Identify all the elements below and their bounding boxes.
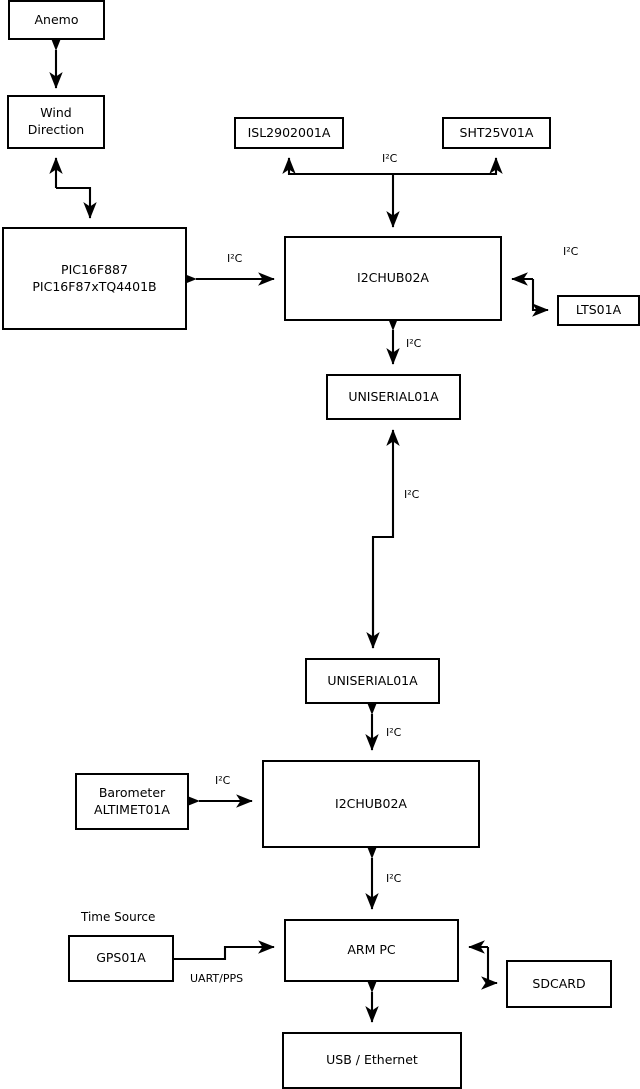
edge-label-uart-pps: UART/PPS — [190, 972, 244, 985]
node-arm-pc[interactable]: ARM PC — [284, 919, 459, 982]
edge-label-i2c-lts: I²C — [563, 245, 579, 258]
node-anemo[interactable]: Anemo — [8, 0, 105, 40]
node-i2chub02a-top[interactable]: I2CHUB02A — [284, 236, 502, 321]
node-lts01a[interactable]: LTS01A — [557, 295, 640, 326]
edge-label-i2c-pic-hub: I²C — [227, 252, 243, 265]
node-barometer-altimet01a[interactable]: Barometer ALTIMET01A — [75, 773, 189, 830]
edge-label-i2c-hub-armpc: I²C — [386, 872, 402, 885]
connector-bus-isl — [282, 157, 393, 176]
node-wind-direction[interactable]: Wind Direction — [7, 95, 105, 149]
connector-gps-armpc — [174, 940, 275, 961]
node-sdcard[interactable]: SDCARD — [506, 960, 612, 1008]
node-gps01a[interactable]: GPS01A — [68, 935, 174, 982]
node-isl2902001a[interactable]: ISL2902001A — [234, 117, 344, 149]
node-uniserial01a-top[interactable]: UNISERIAL01A — [326, 374, 461, 420]
connector-armpc-sdcard — [481, 947, 498, 990]
edge-label-i2c-hub-uniserial: I²C — [406, 337, 422, 350]
edge-label-i2c-top-bus: I²C — [382, 152, 398, 165]
edge-label-i2c-barometer: I²C — [215, 774, 231, 787]
connector-bus-sht — [393, 157, 503, 176]
connector-unibot-unitop — [371, 429, 400, 648]
connector-hubtop-lts — [531, 279, 549, 317]
edge-label-i2c-uniserial-hub: I²C — [386, 726, 402, 739]
node-sht25v01a[interactable]: SHT25V01A — [442, 117, 551, 149]
edge-label-i2c-uniserial-uniserial: I²C — [404, 488, 420, 501]
node-pic-mcu[interactable]: PIC16F887 PIC16F87xTQ4401B — [2, 227, 187, 330]
connector-pic-wind — [56, 186, 97, 219]
node-usb-ethernet[interactable]: USB / Ethernet — [282, 1032, 462, 1089]
node-i2chub02a-bottom[interactable]: I2CHUB02A — [262, 760, 480, 848]
label-time-source: Time Source — [81, 910, 156, 924]
node-uniserial01a-bottom[interactable]: UNISERIAL01A — [305, 658, 440, 704]
